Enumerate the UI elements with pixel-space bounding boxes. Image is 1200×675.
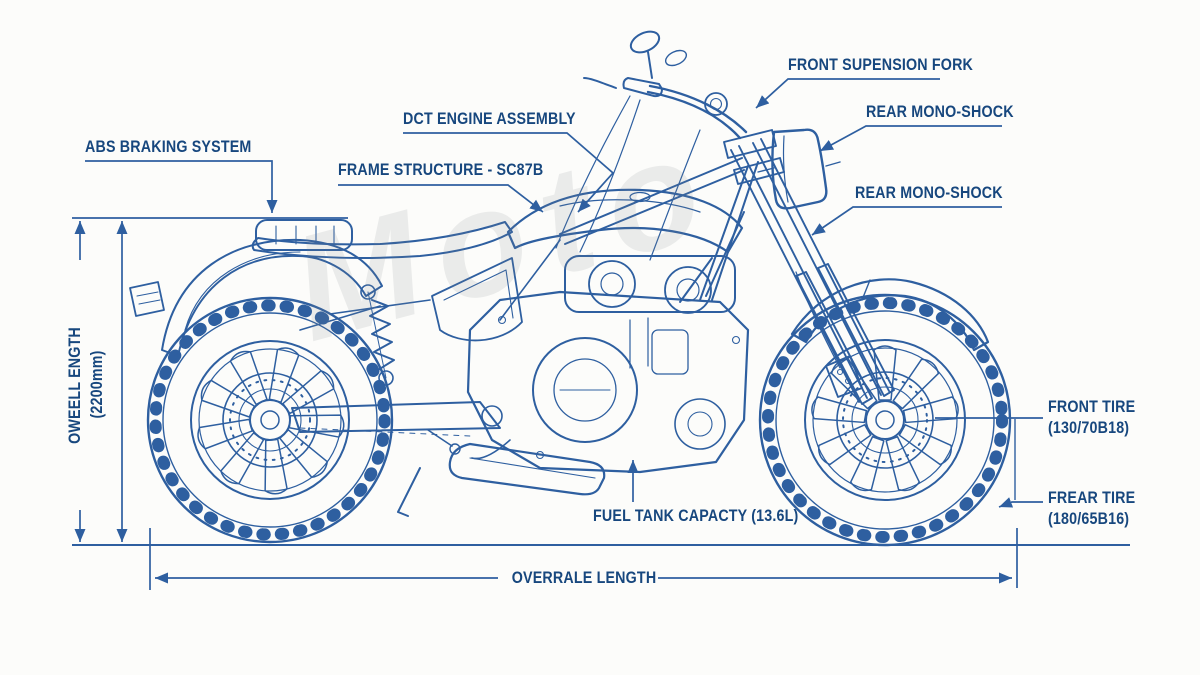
instrument-cluster (704, 92, 728, 116)
swingarm (291, 401, 503, 437)
rear-mono-shock-lower-label: REAR MONO-SHOCK (855, 183, 1003, 202)
front-brake-caliper (795, 271, 863, 398)
abs-leader-line (85, 160, 278, 213)
kickstand (397, 429, 461, 517)
fuel-tank-label: FUEL TANK CAPACTY (13.6L) (593, 506, 799, 525)
rear-shock-spring (360, 284, 395, 386)
control-cables (555, 95, 701, 261)
rear-wheel (146, 296, 394, 544)
seat (251, 219, 513, 259)
mirror (629, 30, 688, 79)
headlight-lens-line (782, 135, 789, 203)
front-fender (790, 278, 990, 352)
dct-label: DCT ENGINE ASSEMBLY (403, 109, 576, 128)
front-fork-leader-line (755, 78, 940, 109)
tail-light (129, 281, 165, 317)
front-fork-label: FRONT SUPENSION FORK (788, 55, 974, 74)
overall-length-left-label: OWEELL ENGTH (2200mm) (64, 260, 110, 510)
rear-mono-shock-upper-label: REAR MONO-SHOCK (866, 102, 1014, 121)
rear-tire-leader-line (998, 497, 1043, 508)
front-tire-label: FRONT TIRE (130/70B18) (1048, 397, 1136, 437)
rear-wheel-spokes (194, 344, 346, 496)
rear-mono-shock-lower-leader-line (811, 206, 1002, 236)
rear-mono-shock-upper-leader-line (819, 125, 1002, 152)
fuel-tank (506, 188, 744, 254)
frame-label: FRAME STRUCTURE - SC87B (338, 160, 544, 179)
dct-leader-line (403, 132, 615, 213)
headlight (757, 128, 841, 210)
engine (466, 255, 750, 474)
callout-leader-lines (85, 78, 1043, 508)
rear-tire-label: FREAR TIRE (180/65B16) (1048, 488, 1136, 528)
frame-tubes (299, 157, 759, 331)
overall-length-bottom-label: OVERRALE LENGTH (498, 566, 658, 589)
side-panel (431, 257, 523, 342)
frame-leader-line (338, 184, 544, 213)
abs-label: ABS BRAKING SYSTEM (85, 137, 252, 156)
exhaust-muffler (448, 439, 606, 496)
front-wheel-spokes (809, 345, 961, 495)
handlebar (583, 77, 748, 140)
front-fork (723, 129, 895, 405)
